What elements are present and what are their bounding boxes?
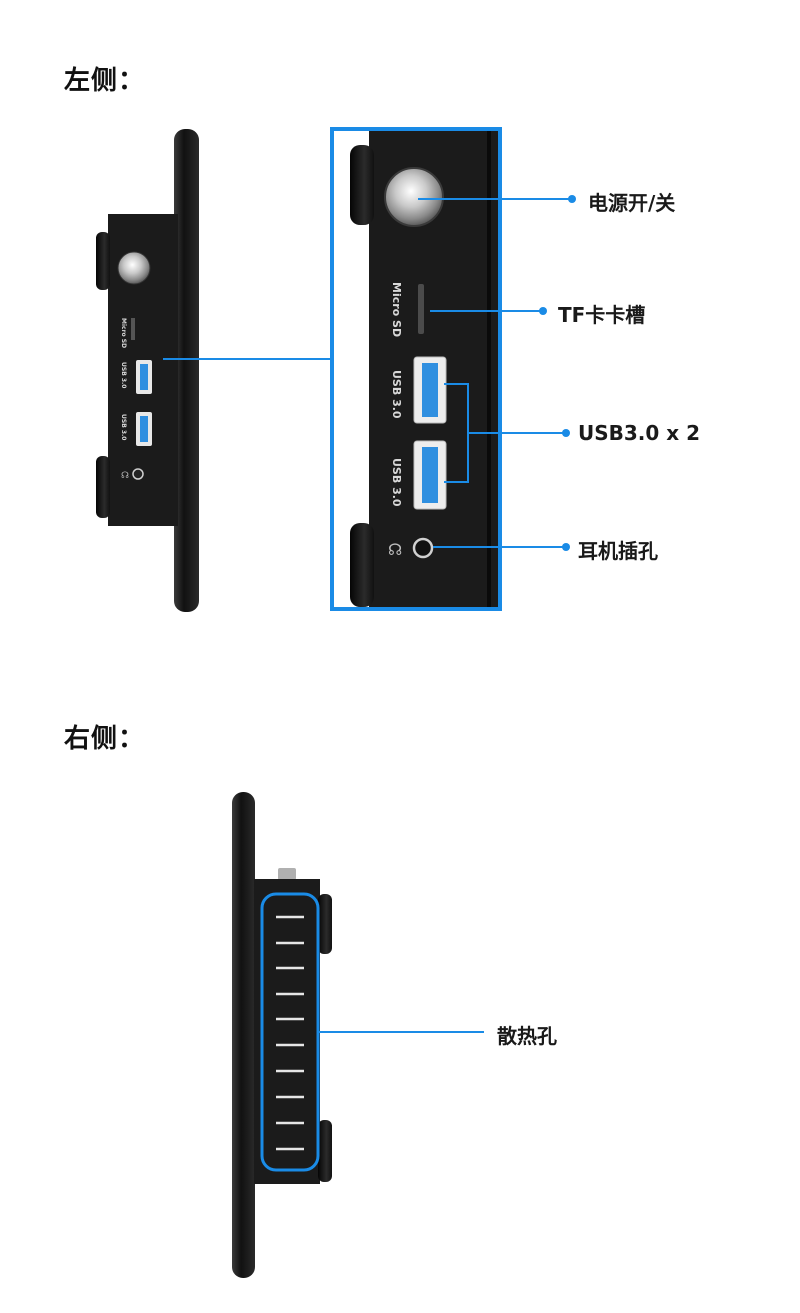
tf-card-slot-label: TF卡卡槽 [558,303,646,327]
usb-ports-label: USB3.0 x 2 [578,421,701,445]
headphone-small-icon: ☊ [121,471,129,481]
power-button-zoom-icon [384,167,444,227]
micro-sd-label-zoom: Micro SD [390,282,403,337]
earphone-jack-small-icon [132,468,144,480]
zoom-detail: Micro SD USB 3.0 USB 3.0 ☊ [330,127,502,611]
tf-slot-zoom-icon [418,284,424,334]
mount-foot-top [96,232,110,290]
zoomed-foot-bottom [350,523,374,607]
earphone-jack-label: 耳机插孔 [578,539,658,563]
power-button-icon [117,251,151,285]
headphone-zoom-icon: ☊ [388,540,402,559]
sd-slot-icon [131,318,135,340]
earphone-jack-zoom-icon [412,537,434,559]
usb-label-zoom-top: USB 3.0 [390,370,403,419]
vent-slots [276,915,304,1151]
usb-label-small-top: USB 3.0 [120,362,127,388]
usb-label-small-bottom: USB 3.0 [120,414,127,440]
right-rear-housing [254,879,320,1184]
zoomed-foot-top [350,145,374,225]
micro-sd-label-small: Micro SD [120,318,127,348]
power-switch-label: 电源开/关 [588,191,676,215]
vents-label: 散热孔 [497,1024,557,1048]
top-connector [278,868,296,880]
zoom-frame [330,127,502,611]
left-device: Micro SD USB 3.0 USB 3.0 ☊ [96,129,199,612]
right-foot-top [318,894,332,954]
callout-dots [539,195,576,551]
callout-lines [418,198,571,548]
right-foot-bottom [318,1120,332,1182]
usb-label-zoom-bottom: USB 3.0 [390,458,403,507]
left-side-heading: 左侧： [64,66,146,96]
mount-foot-bottom [96,456,110,518]
right-device [232,792,484,1278]
right-screen-bezel [232,792,255,1278]
right-side-heading: 右侧： [64,724,146,754]
screen-bezel [174,129,199,612]
